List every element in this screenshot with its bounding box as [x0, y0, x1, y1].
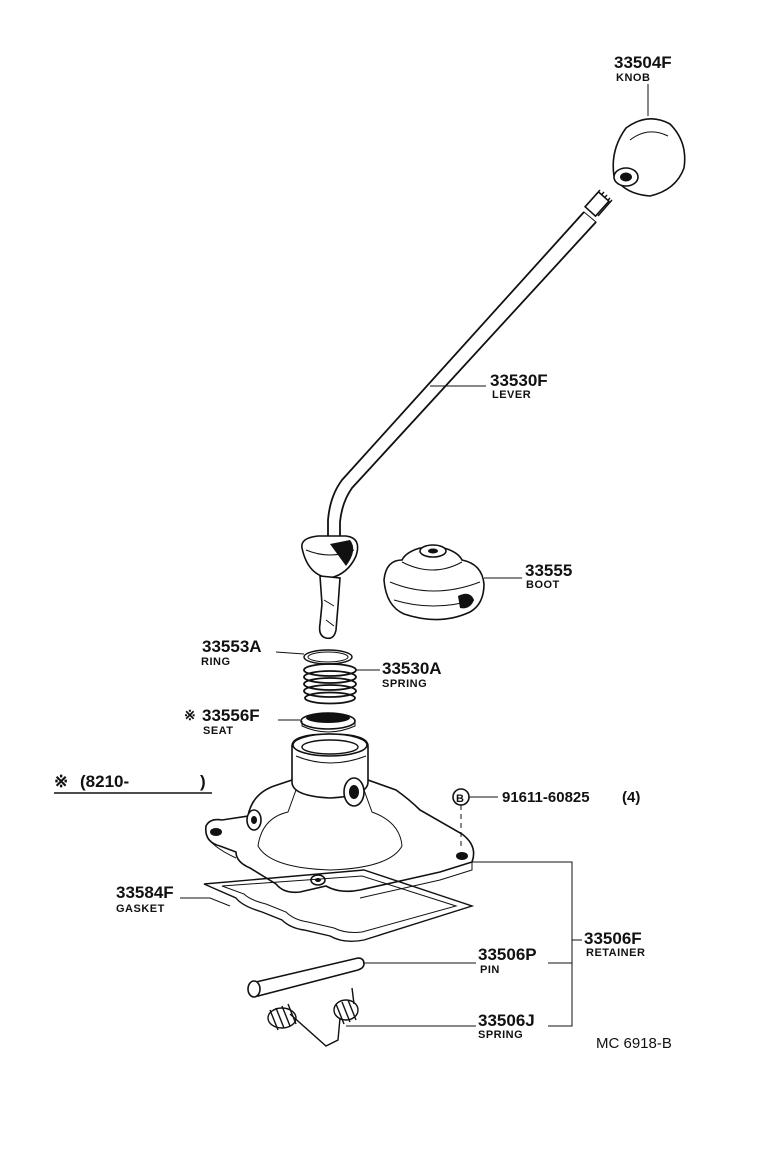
pin-part-name: PIN	[480, 964, 500, 976]
spring2-part-name: SPRING	[478, 1029, 523, 1041]
knob-drawing	[612, 118, 686, 197]
gasket-part-name: GASKET	[116, 903, 165, 915]
boot-part-number: 33555	[525, 561, 572, 580]
note-asterisk-mark: ※	[54, 772, 68, 791]
bolt-marker-letter: B	[456, 793, 464, 805]
retainer-part-number: 33506F	[584, 929, 642, 948]
pin-part-number: 33506P	[478, 945, 537, 964]
diagram-code: MC 6918-B	[596, 1035, 672, 1052]
retainer-drawing	[204, 733, 475, 899]
spring-part-number: 33530A	[382, 659, 442, 678]
gasket-part-number: 33584F	[116, 883, 174, 902]
seat-part-name: SEAT	[203, 725, 234, 737]
gasket-leader	[180, 897, 231, 907]
bolt-part-number: 91611-60825	[502, 789, 590, 806]
ring-drawing	[303, 649, 353, 665]
retainer-spring-drawing	[267, 987, 359, 1047]
gasket-drawing	[203, 869, 475, 943]
spring-drawing	[303, 663, 357, 705]
seat-part-number: 33556F	[202, 706, 260, 725]
lever-part-name: LEVER	[492, 389, 531, 401]
boot-part-name: BOOT	[526, 579, 560, 591]
spring-part-name: SPRING	[382, 678, 427, 690]
retainer-bracket	[472, 861, 573, 1027]
ring-leader	[275, 651, 305, 655]
ring-part-number: 33553A	[202, 637, 262, 656]
retainer-part-name: RETAINER	[586, 947, 645, 959]
seat-asterisk-mark: ※	[184, 707, 196, 723]
knob-part-number: 33504F	[614, 53, 672, 72]
seat-drawing	[300, 712, 356, 733]
bolt-quantity: (4)	[622, 789, 640, 806]
pin-drawing	[247, 957, 365, 998]
knob-part-name: KNOB	[616, 72, 650, 84]
note-close-paren: )	[200, 772, 206, 791]
boot-drawing	[383, 544, 485, 621]
note-model-range: (8210-	[80, 772, 129, 791]
ring-part-name: RING	[201, 656, 231, 668]
lever-part-number: 33530F	[490, 371, 548, 390]
spring2-part-number: 33506J	[478, 1011, 535, 1030]
lever-drawing	[301, 189, 613, 640]
